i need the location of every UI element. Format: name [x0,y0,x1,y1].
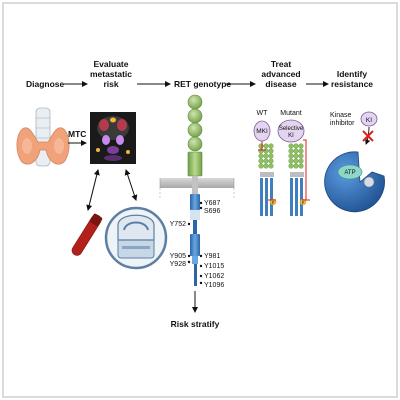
step-evaluate-line-1: Evaluate [94,59,129,69]
thyroid-illustration [16,107,70,167]
mutant-kinase-strand [290,178,293,216]
mutant-receptor-ball [293,143,299,149]
mtc-label: MTC [68,129,86,139]
cell-membrane [159,178,235,200]
wt-receptor-ball [268,163,274,169]
blood-tube-icon [71,213,103,256]
mutant-receptor-ball [298,158,304,164]
wt-label: WT [257,110,269,117]
mutant-receptor-ball [293,153,299,159]
wt-receptor-ball [263,148,269,154]
wt-receptor-ball [263,143,269,149]
mutant-receptor-ball [288,148,294,154]
wt-kinase-strand [270,178,273,216]
wt-receptor-ball [263,163,269,169]
wt-receptor-ball [258,158,264,164]
wt-membrane-segment [260,172,274,177]
selective-ki-label-line-1: Selective [279,126,304,132]
wt-receptor-ball [268,143,274,149]
evaluate-arrow-blood [86,169,100,211]
mki-label: MKI [256,128,268,135]
mutant-receptor-ball [288,158,294,164]
step-evaluate-line-2: metastatic [90,69,132,79]
residue-y928: Y928 [170,261,186,268]
residue-y1062: Y1062 [204,273,224,280]
step-evaluate-line-3: risk [103,79,118,89]
wt-receptor-ball [268,158,274,164]
residue-s696: S696 [204,208,220,215]
mutant-receptor-ball [293,148,299,154]
risk-stratify-label: Risk stratify [171,319,220,329]
mutant-kinase-strand [295,178,298,216]
mutant-membrane-segment [290,172,304,177]
selective-ki-label-line-2: KI [288,133,294,139]
wt-receptor-ball [263,158,269,164]
kinase-domain [324,151,385,213]
wt-kinase-strand [265,178,268,216]
mutant-receptor-ball [298,148,304,154]
wt-receptor-ball [258,148,264,154]
ki-badge [360,111,378,127]
residue-y687: Y687 [204,200,220,207]
residue-y1015: Y1015 [204,263,224,270]
residue-markers [187,201,203,285]
step-genotype: RET genotype [174,79,231,89]
ret-receptor [187,94,203,286]
kinase-inhibitor-label-line-2: inhibitor [330,120,355,127]
ultrasound-icon [104,206,168,270]
step-diagnose: Diagnose [26,79,65,89]
mutant-receptor-ball [288,153,294,159]
mutant-receptor-ball [288,143,294,149]
mutant-receptor-ball [288,163,294,169]
mutant-receptor-ball [298,163,304,169]
evaluate-arrow-ultrasound [124,169,138,201]
kinase-inhibitor-label-line-1: Kinase [330,112,352,119]
mutant-receptor-ball [293,163,299,169]
selective-ki-badge [277,119,305,143]
wt-phospho-label: P [272,201,275,205]
wt-kinase-strand [260,178,263,216]
atp-label: ATP [344,170,355,176]
residue-y981: Y981 [204,253,220,260]
inhibition-markers [258,139,310,201]
wt-receptor-ball [263,153,269,159]
step-treat-line-3: disease [265,79,296,89]
pet-scan-image [90,112,136,164]
mutant-label: Mutant [280,110,301,117]
wt-receptor-ball [258,163,264,169]
mutant-receptor-ball [298,153,304,159]
wt-receptor-ball [268,148,274,154]
step-identify-line-1: Identify [337,69,367,79]
wt-receptor-ball [258,143,264,149]
mutant-receptor-ball [293,158,299,164]
ki-label: KI [366,117,372,124]
blocked-binding-icon [362,126,374,145]
wt-receptor-ball [268,153,274,159]
mutant-phospho-label: P [302,201,305,205]
residue-y1096: Y1096 [204,282,224,289]
wt-receptor-ball [258,153,264,159]
residue-y905: Y905 [170,253,186,260]
residue-y752: Y752 [170,221,186,228]
step-treat-line-2: advanced [261,69,300,79]
step-treat-line-1: Treat [271,59,291,69]
mutant-receptor-ball [298,143,304,149]
step-identify-line-2: resistance [331,79,373,89]
mutant-kinase-strand [300,178,303,216]
